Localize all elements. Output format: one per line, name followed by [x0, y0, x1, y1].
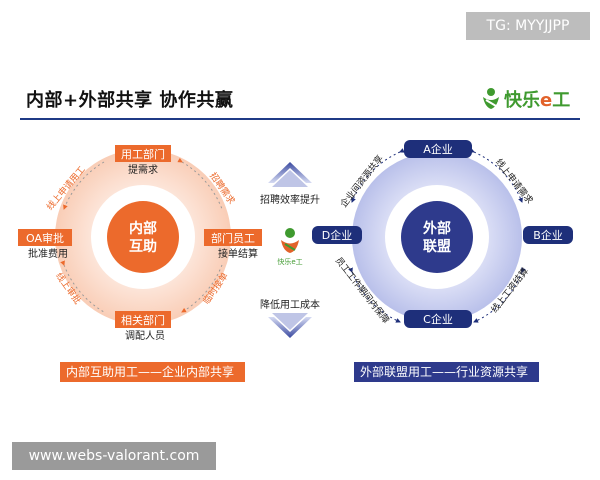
right-hub-line2: 联盟	[423, 239, 451, 255]
middle-logo-text: 快乐e工	[277, 257, 302, 266]
left-node-bottom	[115, 311, 171, 328]
left-arc-bottom-right	[181, 264, 223, 313]
up-chevron-1	[268, 162, 312, 183]
left-banner: 内部互助用工——企业内部共享	[60, 362, 245, 382]
left-cycle: 内部 互助 线上申请用工 招聘需求 临时接单 线上审批 用工部门 提需求 部门员…	[18, 145, 262, 342]
left-node-right-tag: 部门员工	[211, 231, 255, 245]
left-node-bottom-sub: 调配人员	[125, 330, 165, 342]
middle-top-label: 招聘效率提升	[260, 193, 320, 206]
down-chevron-1	[272, 313, 308, 330]
page-title: 内部+外部共享 协作共赢	[26, 90, 234, 111]
title-divider	[20, 118, 580, 120]
right-banner: 外部联盟用工——行业资源共享	[354, 362, 539, 382]
left-hub-line2: 互助	[129, 238, 157, 255]
left-node-right	[204, 229, 262, 246]
watermark-tg: TG: MYYJJPP	[466, 12, 590, 40]
left-node-left-tag: OA审批	[26, 231, 64, 245]
right-node-right	[523, 226, 573, 244]
left-arc-top-right	[177, 157, 223, 210]
left-node-top-tag: 用工部门	[121, 147, 165, 161]
right-node-left	[312, 226, 362, 244]
middle-connector: 招聘效率提升 快乐e工 降低用工成本	[260, 162, 320, 338]
middle-logo-icon	[281, 228, 299, 253]
right-node-right-label: B企业	[533, 228, 563, 242]
left-arc-bottom-left	[60, 260, 105, 313]
left-node-bottom-tag: 相关部门	[121, 313, 165, 327]
right-node-top	[404, 140, 472, 158]
right-arc-bottom-right	[473, 267, 526, 323]
right-node-left-label: D企业	[322, 228, 352, 242]
left-hub	[107, 201, 179, 273]
right-node-bottom	[404, 310, 472, 328]
right-arc-top-left	[351, 148, 405, 203]
middle-bottom-label: 降低用工成本	[260, 298, 320, 311]
left-hub-line1: 内部	[129, 220, 157, 237]
right-hub-line1: 外部	[423, 220, 451, 237]
person-logo-icon	[483, 88, 499, 109]
right-arc-top-right	[469, 148, 523, 203]
right-hub	[401, 201, 473, 273]
left-node-top-sub: 提需求	[128, 164, 158, 176]
right-node-bottom-label: C企业	[423, 312, 453, 326]
down-chevron-2	[268, 317, 312, 338]
watermark-url: www.webs-valorant.com	[12, 442, 216, 470]
right-cycle: 外部 联盟 企业间资源共享 线上申请需求 线上工资结算 员工工作期间内保障 A企…	[312, 140, 573, 328]
brand-logo: 快乐e工	[480, 86, 570, 112]
left-arc-top-left	[63, 161, 105, 210]
left-node-left	[18, 229, 72, 246]
left-node-right-sub: 接单结算	[218, 247, 258, 260]
right-node-top-label: A企业	[423, 142, 453, 156]
up-chevron-2	[272, 170, 308, 187]
brand-name: 快乐e工	[504, 90, 571, 111]
right-arc-bottom-left	[348, 267, 401, 323]
left-node-left-sub: 批准费用	[28, 247, 68, 260]
left-node-top	[115, 145, 171, 162]
